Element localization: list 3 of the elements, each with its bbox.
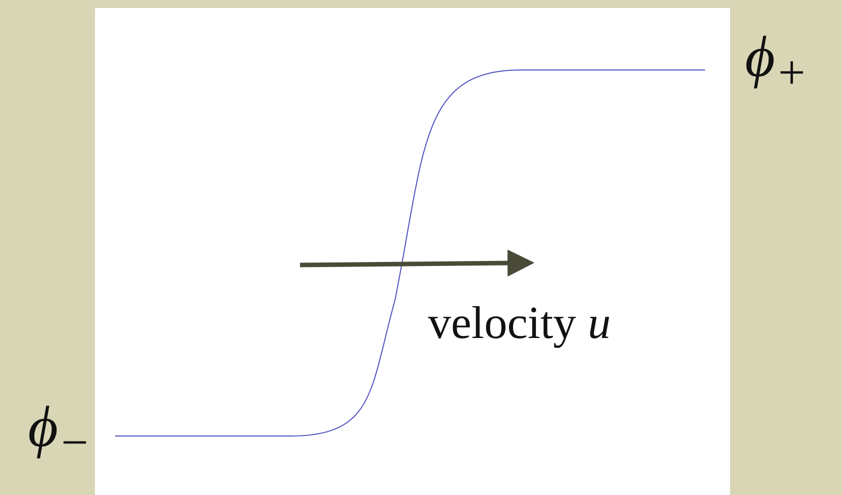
boundary-value-label: ϕ$_{+}$ [745, 28, 808, 98]
boundary-value-label: ϕ$_{−}$ [28, 398, 91, 468]
velocity-label: velocity u [428, 300, 611, 346]
